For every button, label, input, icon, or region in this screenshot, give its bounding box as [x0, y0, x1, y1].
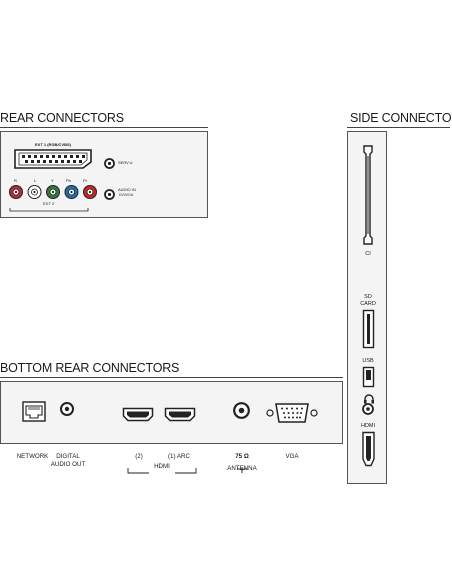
jack-letter-pb: Pb [66, 178, 71, 183]
network-port [22, 401, 46, 422]
rear-connectors-heading: REAR CONNECTORS [0, 111, 124, 125]
jack-letter-r: R [14, 178, 17, 183]
sd-card-slot [362, 309, 375, 349]
jack-letter-pr: Pr [83, 178, 87, 183]
audio-in-sublabel: DVI/VGA [119, 193, 134, 197]
hdmi-group-bracket [127, 462, 197, 474]
hdmi-1-arc-label: (1) ARC [167, 453, 190, 460]
digital-audio-out-jack [60, 402, 74, 416]
rca-jack-y [46, 185, 60, 199]
side-hdmi-port [361, 431, 376, 467]
antenna-label: ANTENNA [227, 465, 257, 472]
serv-u-jack [104, 156, 115, 169]
hdmi-group-label: HDMI [154, 463, 170, 470]
audio-in-label: AUDIO IN [118, 187, 136, 192]
vga-port [266, 402, 318, 424]
bottom-connector-panel [0, 381, 343, 444]
digital-audio-label-line2: AUDIO OUT [50, 461, 86, 468]
headphone-jack [362, 402, 374, 415]
antenna-ohm-label: 75 Ω [235, 453, 249, 460]
network-label: NETWORK [16, 453, 49, 460]
rca-jack-l [27, 185, 42, 199]
sd-label-line1: SD [364, 294, 372, 300]
audio-in-jack [104, 187, 115, 200]
bottom-rear-connectors-heading: BOTTOM REAR CONNECTORS [0, 361, 180, 375]
rear-heading-rule [0, 127, 208, 128]
ci-label: CI [365, 251, 371, 257]
ext2-label: EXT 2 [41, 201, 57, 206]
side-heading-rule [347, 127, 450, 128]
antenna-ground-icon [236, 460, 248, 473]
rca-jack-pr [83, 185, 97, 199]
hdmi-1-arc-port [164, 407, 196, 422]
ext2-bracket [9, 201, 89, 212]
rca-jack-pb [64, 185, 79, 199]
ci-slot [360, 144, 376, 246]
rca-jack-r [9, 185, 23, 199]
bottom-heading-rule [0, 377, 343, 378]
serv-u-label: SERV.U [118, 160, 133, 165]
sd-label-line2: CARD [360, 301, 376, 307]
vga-label: VGA [285, 453, 299, 460]
rca-jack-row [8, 184, 98, 200]
hdmi-2-port [122, 407, 154, 422]
side-connector-panel: CI SD CARD USB HDMI [347, 131, 387, 484]
usb-port [362, 366, 375, 388]
rear-connector-panel: EXT 1 (RGB/CVBS) R L Y Pb Pr EXT 2 [0, 131, 208, 218]
scart-connector [13, 148, 93, 170]
hdmi-2-label: (2) [135, 453, 143, 460]
usb-label: USB [362, 358, 374, 364]
scart-label: EXT 1 (RGB/CVBS) [35, 142, 72, 147]
jack-letter-l: L [34, 178, 37, 183]
antenna-jack [233, 402, 250, 419]
digital-audio-label-line1: DIGITAL [56, 453, 80, 460]
side-hdmi-label: HDMI [360, 423, 376, 429]
jack-letter-y: Y [51, 178, 54, 183]
headphones-icon [363, 391, 375, 404]
side-connectors-heading: SIDE CONNECTORS [350, 111, 452, 125]
